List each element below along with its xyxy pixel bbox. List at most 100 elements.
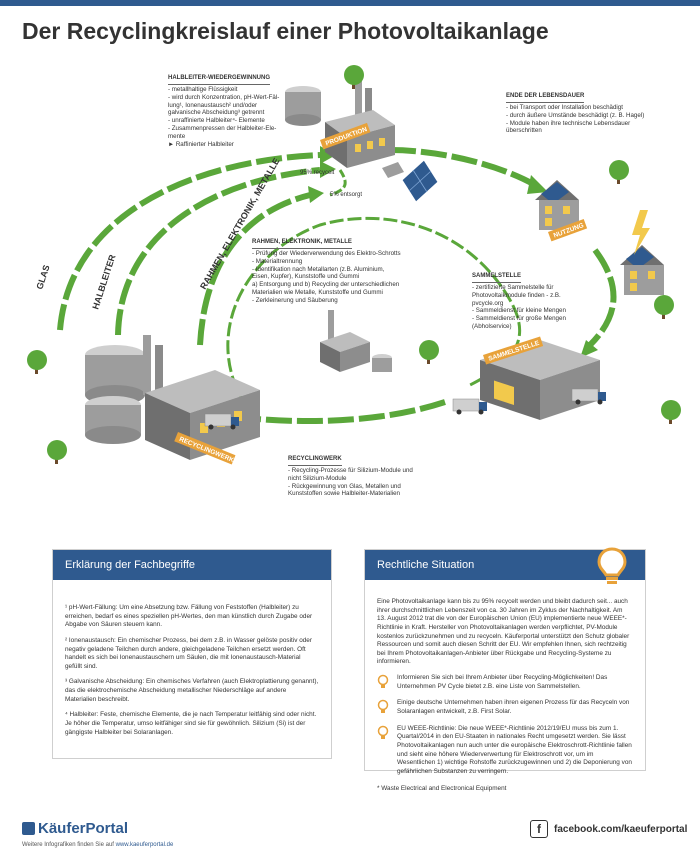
tree-icon: [419, 340, 439, 364]
truck-icon: [452, 398, 487, 415]
panel-fachbegriffe-title: Erklärung der Fachbegriffe: [53, 550, 331, 580]
solar-panel-icon: [401, 159, 439, 203]
note-item: - Prüfung der Wiederverwendung des Elekt…: [252, 249, 401, 257]
facebook-icon: f: [530, 820, 548, 838]
arc-rahmen: [197, 192, 311, 346]
note-item: - Recycling-Prozesse für Silizium-Module…: [288, 466, 413, 474]
tree-icon: [344, 65, 364, 89]
truck-icon: [204, 413, 239, 430]
facebook-text: facebook.com/kaeuferportal: [554, 823, 688, 835]
note-item: - Materialtrennung: [252, 257, 303, 265]
definition-paragraph: ⁴ Halbleiter: Feste, chemische Elemente,…: [65, 711, 317, 736]
note-item: Eisen, Kupfer), Kunststoffe und Gummi: [252, 273, 360, 281]
note-halbleiter: HALBLEITER-WIEDERGEWINNUNG - metallhalti…: [168, 74, 280, 149]
note-ende-title: ENDE DER LEBENSDAUER: [506, 93, 585, 103]
note-item: Photovoltaikmodule finden - z.B.: [472, 291, 561, 299]
website-link[interactable]: www.kaeuferportal.de: [115, 842, 174, 848]
lightbulb-icon: [377, 725, 389, 739]
note-item: (Abholservice): [472, 323, 512, 331]
tip-text: Einige deutsche Unternehmen haben ihren …: [397, 699, 630, 716]
tree-icon: [609, 160, 629, 184]
legal-intro: Eine Photovoltaikanlage kann bis zu 95% …: [377, 598, 630, 666]
definition-paragraph: ³ Galvanische Abscheidung: Ein chemische…: [65, 678, 319, 703]
tip-text: Informieren Sie sich bei Ihrem Anbieter …: [397, 674, 608, 690]
arc-glas-arrowhead: [320, 146, 336, 164]
tip-item: Informieren Sie sich bei Ihrem Anbieter …: [377, 674, 633, 691]
lightbulb-icon: [377, 674, 389, 689]
note-item: a) Entsorgung und b) Recycling der unter…: [252, 281, 400, 289]
note-item: - durch äußere Umstände beschädigt (z. B…: [506, 111, 645, 119]
note-item: - Sammeldienst für kleine Mengen: [472, 307, 566, 315]
arc-label-halbleiter: HALBLEITER: [90, 253, 117, 311]
note-item: überschritten: [506, 127, 542, 135]
arc-produktion-nutzung-arrowhead: [527, 175, 548, 194]
note-halbleiter-title: HALBLEITER-WIEDERGEWINNUNG: [168, 75, 270, 85]
nutzung-house: [535, 180, 579, 230]
tip-text: EU WEEE-Richtlinie: Die neue WEEE*-Richt…: [397, 724, 632, 775]
panel-fachbegriffe: Erklärung der Fachbegriffe ¹ pH-Wert-Fäl…: [52, 549, 332, 759]
tree-icon: [654, 295, 674, 319]
arc-nutzung-sammelstelle: [587, 248, 617, 348]
arc-label-glas: GLAS: [34, 264, 51, 291]
note-recyclingwerk-title: RECYCLINGWERK: [288, 456, 342, 466]
waste-slab-icon: [382, 162, 404, 178]
percent-recycled: 95% recycelt: [300, 170, 335, 176]
note-item: Materialien wie Metalle, Kunststoffe und…: [252, 289, 383, 297]
percent-disposed: 5% entsorgt: [330, 192, 362, 198]
tree-icon: [27, 350, 47, 374]
footer: KäuferPortal Weitere Infografiken finden…: [0, 806, 700, 864]
note-item: galvanische Abscheidung³ getrennt: [168, 109, 265, 117]
lightning-icon: [632, 210, 650, 255]
note-item: nicht Silizium-Module: [288, 474, 347, 482]
recyclingwerk-factory: [85, 335, 260, 460]
panel-rechtliche-situation: Rechtliche Situation Eine Photovoltaikan…: [364, 549, 646, 792]
note-item: - zertifizierte Sammelstelle für: [472, 283, 554, 291]
note-item: - Identifikation nach Metallarten (z.B. …: [252, 265, 385, 273]
note-item: - Rückgewinnung von Glas, Metallen und: [288, 482, 401, 490]
tree-icon: [47, 440, 67, 464]
logo-mark-icon: [22, 822, 35, 835]
note-item: - wird durch Konzentration, pH-Wert-Fäl-: [168, 93, 280, 101]
arc-entsorgt: [329, 169, 347, 197]
truck-icon: [571, 388, 606, 405]
note-recyclingwerk: RECYCLINGWERK - Recycling-Prozesse für S…: [288, 455, 438, 498]
note-rahmen-title: RAHMEN, ELEKTRONIK, METALLE: [252, 239, 352, 249]
top-accent-bar: [0, 0, 700, 6]
arc-sammelstelle-recyclingwerk: [244, 399, 446, 425]
damaged-house: [620, 245, 664, 295]
facebook-link[interactable]: f facebook.com/kaeuferportal: [530, 820, 687, 838]
note-rahmen: RAHMEN, ELEKTRONIK, METALLE - Prüfung de…: [252, 238, 412, 305]
note-item: mente: [168, 133, 186, 141]
note-item: - metallhaltige Flüssigkeit: [168, 85, 238, 93]
tip-item: Einige deutsche Unternehmen haben ihren …: [377, 699, 633, 716]
produktion-factory: [285, 80, 395, 168]
note-sammelstelle-title: SAMMELSTELLE: [472, 273, 521, 283]
note-item: - Zerkleinerung und Säuberung: [252, 297, 338, 305]
note-item: ► Raffinierter Halbleiter: [168, 141, 234, 149]
page-title: Der Recyclingkreislauf einer Photovoltai…: [22, 18, 549, 44]
note-item: - unraffinierte Halbleiter⁴- Elemente: [168, 117, 265, 125]
inner-factory: [320, 310, 392, 372]
definition-paragraph: ¹ pH-Wert-Fällung: Um eine Absetzung bzw…: [65, 604, 313, 629]
kaeuferportal-logo[interactable]: KäuferPortal: [22, 820, 128, 837]
lightbulb-icon: [597, 547, 627, 584]
footer-note: Weitere Infografiken finden Sie auf www.…: [22, 842, 173, 848]
arc-halbleiter-arrowhead: [320, 161, 336, 178]
arc-inner-loop: [226, 216, 522, 406]
arc-nutzung-sammelstelle-arrowhead: [580, 340, 598, 358]
definition-paragraph: ² Ionenaustausch: Ein chemischer Prozess…: [65, 636, 312, 670]
tree-icon: [661, 400, 681, 424]
note-sammelstelle: SAMMELSTELLE - zertifizierte Sammelstell…: [472, 272, 582, 331]
arc-glas: [57, 152, 321, 331]
note-item: Kunststoffen sowie Halbleiter-Materialie…: [288, 490, 401, 498]
footer-more-text: Weitere Infografiken finden Sie auf: [22, 842, 114, 848]
arc-rahmen-arrowhead: [308, 186, 324, 203]
note-item: lung¹, Ionenaustausch² und/oder: [168, 101, 258, 109]
note-item: - Zusammenpressen der Halbleiter-Ele-: [168, 125, 277, 133]
note-item: - Sammeldienst für große Mengen: [472, 315, 566, 323]
lightbulb-icon: [377, 700, 389, 714]
note-ende-lebensdauer: ENDE DER LEBENSDAUER - bei Transport ode…: [506, 92, 656, 135]
note-item: - bei Transport oder Installation beschä…: [506, 103, 623, 111]
tip-item: EU WEEE-Richtlinie: Die neue WEEE*-Richt…: [377, 725, 633, 777]
recycling-diagram: GLAS HALBLEITER RAHMEN, ELEKTRONIK, META…: [27, 65, 681, 465]
